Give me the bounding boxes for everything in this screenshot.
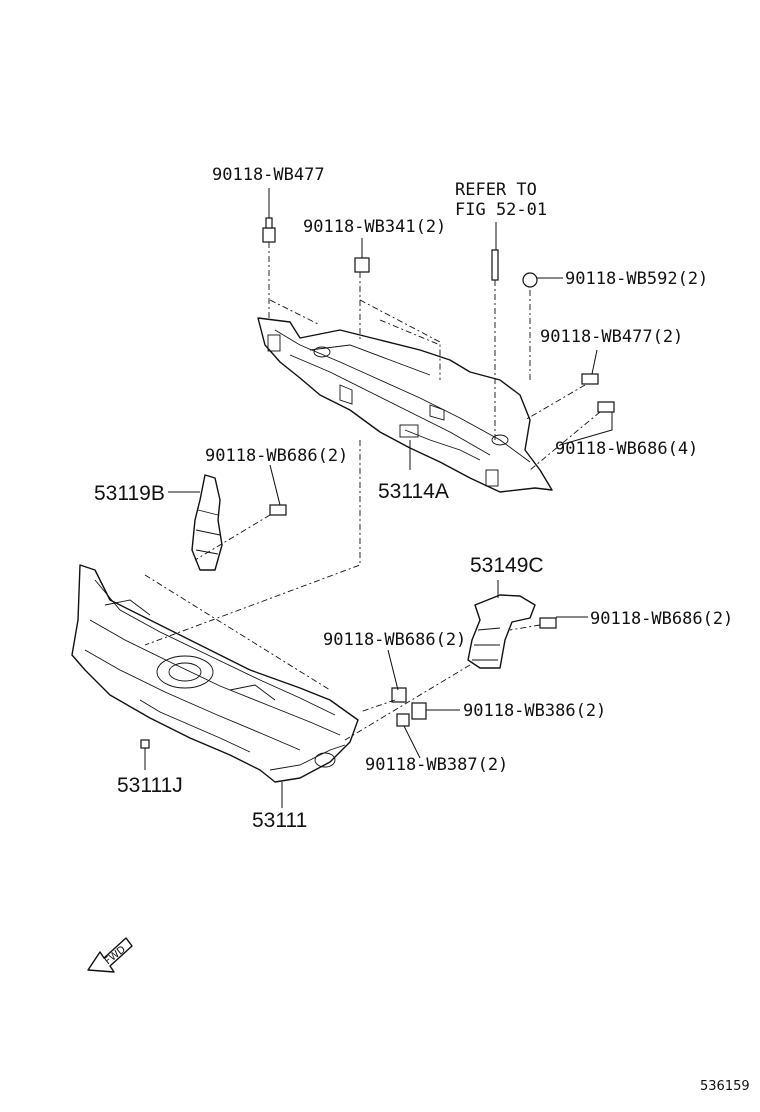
clip-icon xyxy=(581,373,599,385)
figure-number: 536159 xyxy=(700,1079,750,1094)
label-clip-wb341: 90118-WB341(2) xyxy=(303,217,446,237)
fwd-arrow-icon: FWD xyxy=(87,937,133,973)
label-clip-wb477: 90118-WB477 xyxy=(212,165,325,185)
clip-icon xyxy=(396,713,410,727)
label-clip-wb686-right: 90118-WB686(2) xyxy=(590,609,733,629)
label-clip-wb686-4: 90118-WB686(4) xyxy=(555,439,698,459)
bolt-icon xyxy=(539,617,557,629)
label-part-53119B: 53119B xyxy=(94,482,165,505)
label-part-53111: 53111 xyxy=(252,809,307,832)
label-refer-line2: FIG 52-01 xyxy=(455,200,547,220)
clip-icon xyxy=(262,227,276,243)
label-clip-wb386: 90118-WB386(2) xyxy=(463,701,606,721)
bolt-icon xyxy=(597,401,615,413)
clip-icon xyxy=(265,217,273,229)
label-part-53114A: 53114A xyxy=(378,480,449,503)
screw-icon xyxy=(491,249,499,281)
label-clip-wb592: 90118-WB592(2) xyxy=(565,269,708,289)
assembly-lines xyxy=(144,242,601,741)
bracket-53149C xyxy=(467,594,536,669)
label-clip-wb686-left: 90118-WB686(2) xyxy=(205,446,348,466)
label-part-53111J: 53111J xyxy=(117,774,183,797)
clip-icon xyxy=(354,257,370,273)
label-refer-line1: REFER TO xyxy=(455,180,537,200)
bolt-icon xyxy=(269,504,287,516)
bracket-53119B xyxy=(191,474,223,571)
clip-icon xyxy=(411,702,427,720)
label-clip-wb477-2: 90118-WB477(2) xyxy=(540,327,683,347)
label-part-53149C: 53149C xyxy=(470,554,544,577)
leader-lines xyxy=(144,188,613,808)
label-clip-wb686-mid: 90118-WB686(2) xyxy=(323,630,466,650)
label-clip-wb387: 90118-WB387(2) xyxy=(365,755,508,775)
bolt-icon xyxy=(522,272,538,288)
bolt-icon xyxy=(391,687,407,703)
clip-icon xyxy=(140,739,150,749)
grille-cover-53111 xyxy=(71,564,359,783)
upper-cover-53114A xyxy=(257,317,553,493)
